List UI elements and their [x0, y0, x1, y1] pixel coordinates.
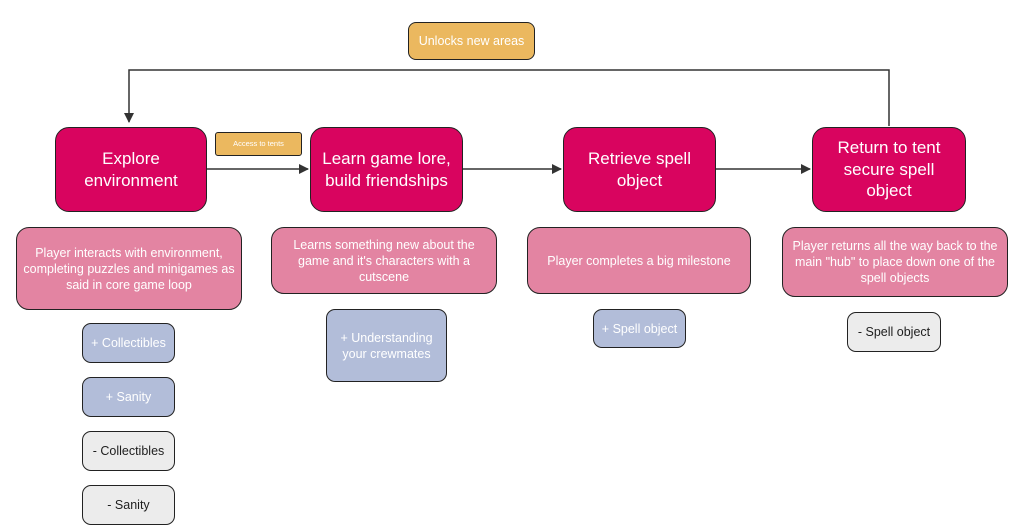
unlocks-new-areas-tag: Unlocks new areas: [408, 22, 535, 60]
description-explore: Player interacts with environment, compl…: [16, 227, 242, 310]
step-retrieve-spell-object: Retrieve spell object: [563, 127, 716, 212]
step-learn-game-lore: Learn game lore, build friendships: [310, 127, 463, 212]
step-explore-environment: Explore environment: [55, 127, 207, 212]
loop-back-arrow: [124, 69, 890, 126]
description-learn: Learns something new about the game and …: [271, 227, 497, 294]
effect-plus-understanding-crewmates: + Understanding your crewmates: [326, 309, 447, 382]
effect-plus-sanity: + Sanity: [82, 377, 175, 417]
description-retrieve: Player completes a big milestone: [527, 227, 751, 294]
effect-plus-spell-object: + Spell object: [593, 309, 686, 348]
effect-minus-spell-object: - Spell object: [847, 312, 941, 352]
step-return-to-tent: Return to tent secure spell object: [812, 127, 966, 212]
effect-plus-collectibles: + Collectibles: [82, 323, 175, 363]
access-to-tents-tag: Access to tents: [215, 132, 302, 156]
effect-minus-sanity: - Sanity: [82, 485, 175, 525]
description-return: Player returns all the way back to the m…: [782, 227, 1008, 297]
effect-minus-collectibles: - Collectibles: [82, 431, 175, 471]
